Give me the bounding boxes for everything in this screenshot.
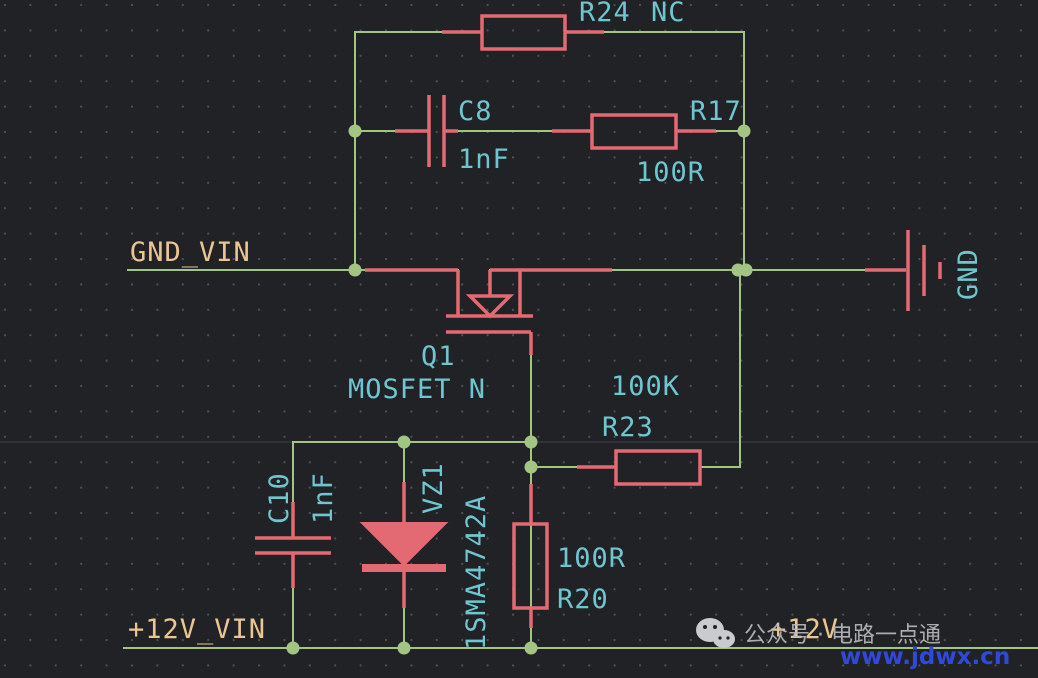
mosfet-q1[interactable] — [365, 268, 612, 355]
r24-ref-label: R24 — [579, 0, 631, 28]
resistor-r17[interactable] — [552, 113, 716, 150]
vz1-value-label: 1SMA4742A — [461, 495, 492, 650]
resistor-r20[interactable] — [512, 484, 549, 628]
junctions — [286, 124, 753, 655]
r23-value-label: 100K — [611, 371, 680, 402]
r20-ref-label: R20 — [557, 584, 609, 615]
zener-triangle — [359, 522, 449, 567]
c8-ref-label: C8 — [458, 96, 493, 127]
q1-value-label: MOSFET N — [348, 374, 486, 405]
resistor-r24[interactable] — [442, 14, 604, 51]
vin-12v-net-label: +12V_VIN — [128, 614, 266, 645]
resistor-r23[interactable] — [577, 449, 702, 486]
vz1-ref-label: VZ1 — [418, 462, 449, 514]
c10-ref-label: C10 — [264, 472, 295, 524]
r20-value-label: 100R — [557, 543, 626, 574]
wechat-icon — [696, 618, 735, 648]
gnd-vin-net-label: GND_VIN — [130, 237, 251, 268]
r17-ref-label: R17 — [690, 96, 742, 127]
plus12v-net-label: +12V — [770, 614, 839, 645]
ground-symbol — [865, 230, 942, 311]
zener-bar — [362, 564, 446, 572]
gnd-label: GND — [953, 248, 984, 300]
watermark-url: www.jdwx.cn — [840, 644, 1010, 670]
r17-value-label: 100R — [636, 157, 705, 188]
q1-ref-label: Q1 — [421, 341, 456, 372]
c10-value-label: 1nF — [308, 472, 339, 524]
r23-ref-label: R23 — [602, 412, 654, 443]
c8-value-label: 1nF — [458, 144, 510, 175]
watermark-account-label: 公众号 · 电路一点通 — [744, 623, 941, 648]
watermark: 公众号 · 电路一点通 www.jdwx.cn — [696, 618, 1010, 670]
capacitor-c8[interactable] — [395, 95, 458, 167]
r24-value-label: NC — [651, 0, 686, 28]
capacitor-c10[interactable] — [255, 502, 331, 588]
